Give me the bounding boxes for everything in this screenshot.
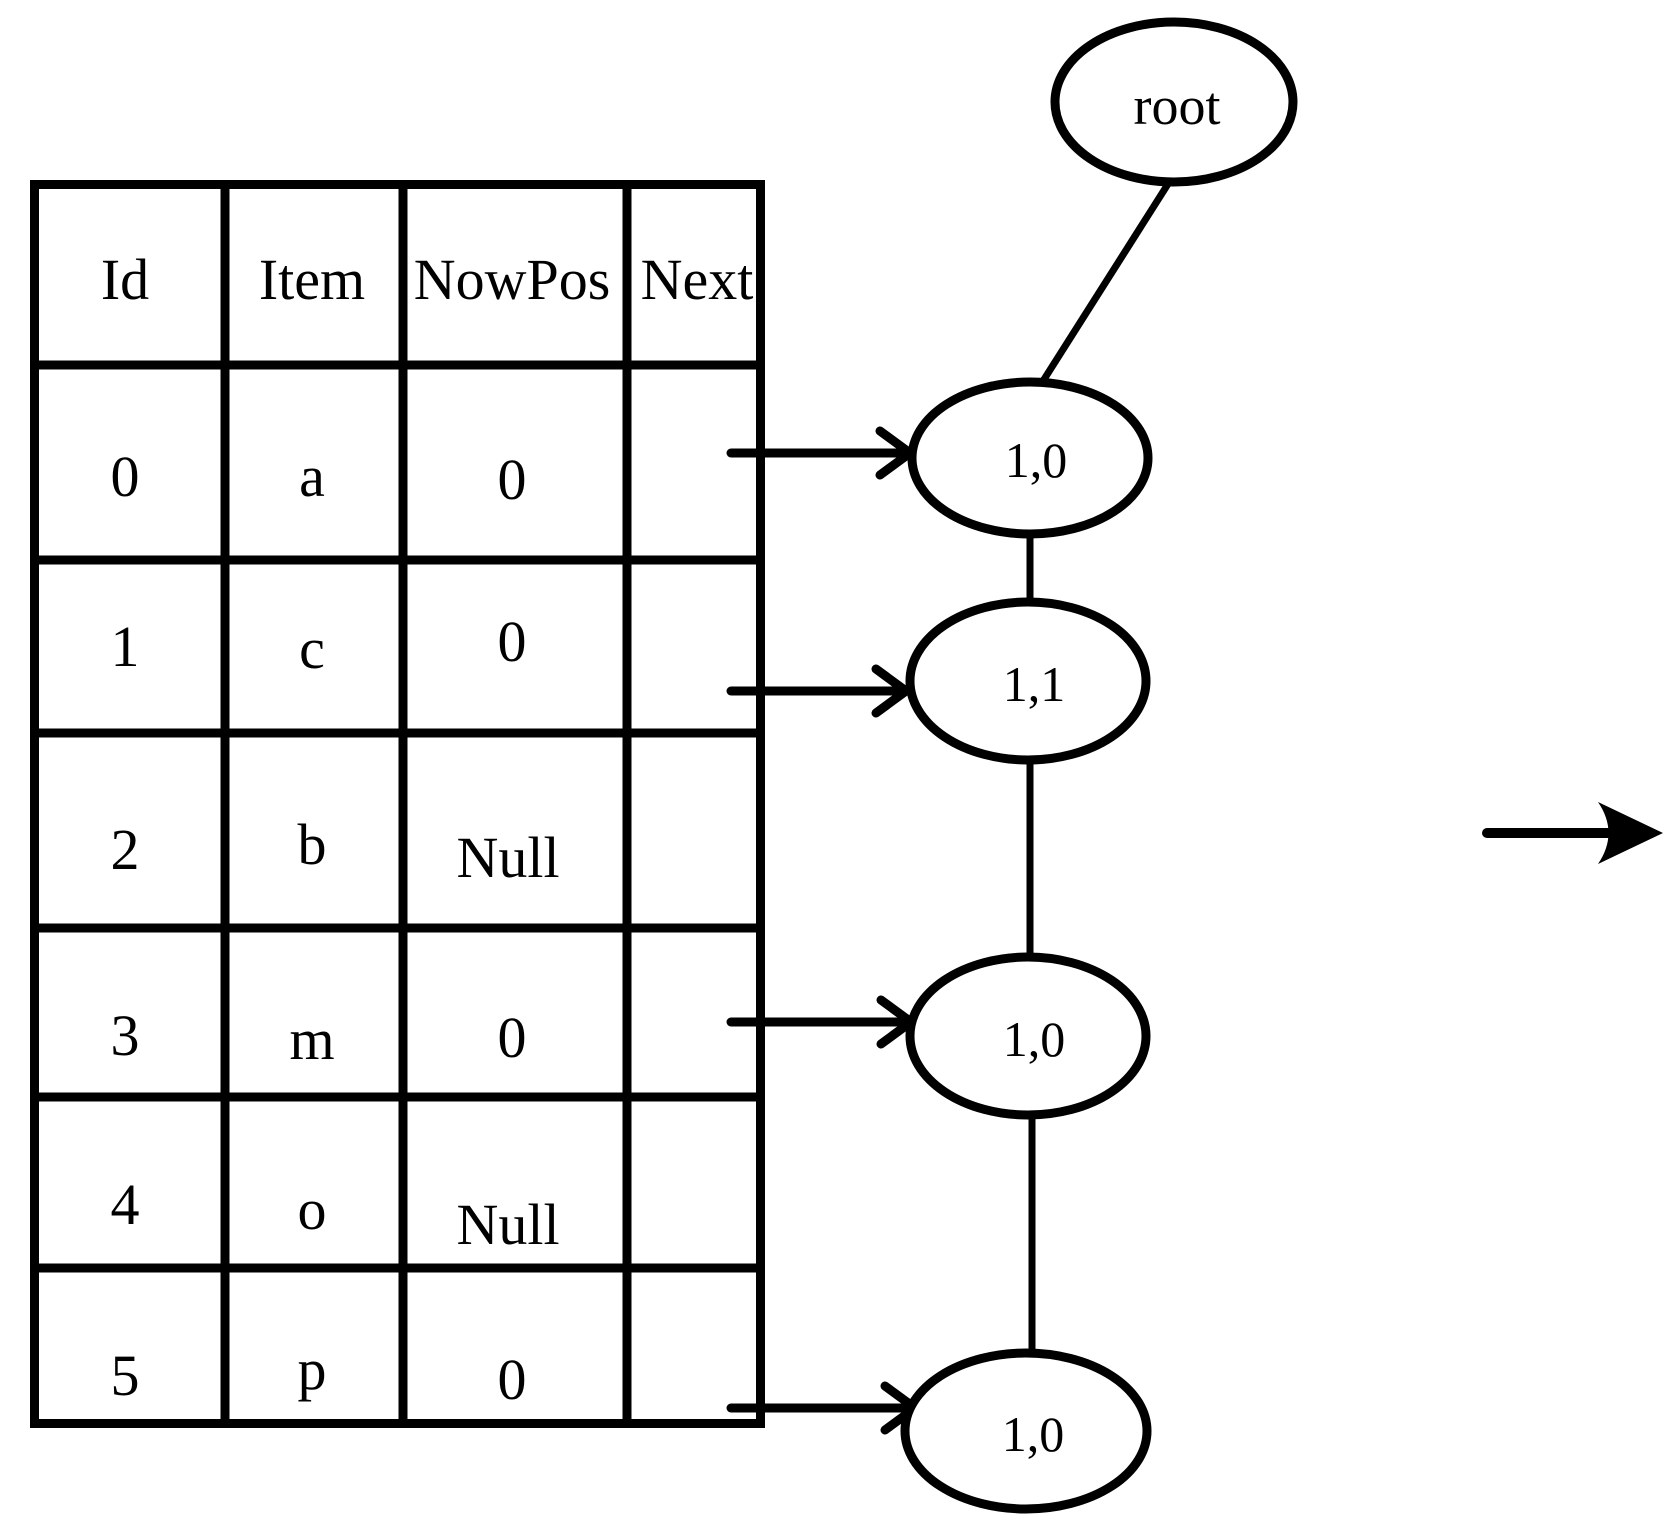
arrowhead-row1 — [871, 664, 911, 718]
cell-r3-id: 3 — [110, 1003, 140, 1068]
tree-node-label-2: 1,0 — [1002, 1011, 1066, 1067]
cell-r3-nowpos: 0 — [497, 1005, 527, 1070]
tree-nodes — [900, 17, 1298, 1514]
table-grid — [30, 180, 765, 1428]
tree-node-label-1: 1,1 — [1002, 656, 1066, 712]
cell-r5-next — [632, 1273, 760, 1423]
cell-r0-next — [632, 370, 760, 555]
cell-r3-item: m — [289, 1007, 335, 1072]
cell-r2-item: b — [297, 812, 327, 877]
cell-r0-nowpos: 0 — [497, 447, 527, 512]
cell-r0-item: a — [299, 444, 325, 509]
cell-r0-id: 0 — [110, 444, 140, 509]
header-cell-nowpos: NowPos — [413, 247, 611, 312]
cell-r5-id: 5 — [110, 1343, 140, 1408]
header-cell-next: Next — [640, 247, 754, 312]
tree-node-label-0: 1,0 — [1004, 432, 1068, 488]
tree-node-ellipse-3 — [900, 1348, 1152, 1514]
cell-r2-id: 2 — [110, 817, 140, 882]
tree-node-label-3: 1,0 — [1001, 1406, 1065, 1462]
tree-node-ellipse-1 — [905, 597, 1151, 765]
cell-r4-id: 4 — [110, 1172, 140, 1237]
cell-r4-next — [632, 1102, 760, 1263]
cell-r2-nowpos: Null — [456, 825, 560, 890]
root-node-label: root — [1133, 76, 1221, 136]
table-outer-border — [30, 180, 765, 1428]
cell-r1-nowpos: 0 — [497, 609, 527, 674]
edge-root-node0 — [1040, 182, 1171, 383]
cell-r2-next — [632, 738, 760, 923]
cell-r3-next — [632, 933, 760, 1092]
cell-r1-next — [632, 565, 760, 728]
transition-arrow — [1482, 802, 1663, 864]
root-node-ellipse — [1050, 17, 1298, 187]
cell-r1-id: 1 — [110, 614, 140, 679]
cell-r1-item: c — [299, 616, 325, 681]
cell-r5-item: p — [297, 1337, 327, 1402]
cell-r5-nowpos: 0 — [497, 1347, 527, 1412]
header-cell-item: Item — [258, 247, 366, 312]
arrow-right-icon — [1598, 802, 1663, 864]
tree-edges — [1026, 182, 1171, 1356]
cell-r4-item: o — [297, 1177, 327, 1242]
cell-r4-nowpos: Null — [456, 1192, 560, 1257]
tree-node-ellipse-0 — [907, 377, 1153, 539]
header-cell-id: Id — [100, 247, 150, 312]
tree-node-ellipse-2 — [905, 952, 1151, 1120]
